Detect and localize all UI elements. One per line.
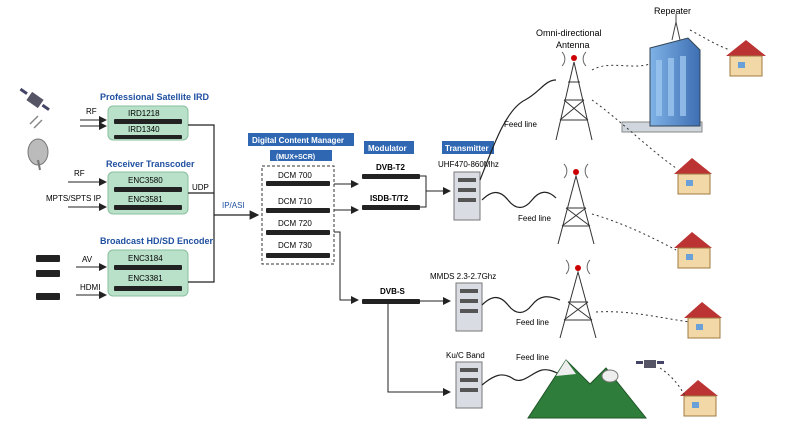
feed-line-label-4: Feed line: [516, 353, 549, 362]
dcm-unit-device: [266, 253, 330, 258]
mmds-band-label: MMDS 2.3-2.7Ghz: [430, 272, 496, 281]
house-icon: [674, 158, 712, 195]
modulator-title-box: [364, 141, 414, 154]
dvb-s-label: DVB-S: [380, 287, 406, 296]
antenna-tower-icon: [559, 259, 597, 339]
dcm-subtitle: (MUX+SCR): [276, 154, 315, 161]
av-label: AV: [82, 255, 93, 264]
ird-model-1: IRD1218: [128, 109, 160, 118]
mmds-transmitter-cabinet: [455, 282, 483, 332]
dcm-unit-device: [266, 181, 330, 186]
feed-line-label-1: Feed line: [504, 120, 537, 129]
transcoder-model-1: ENC3580: [128, 176, 163, 185]
signal-waves-icon: [29, 115, 43, 129]
antenna-label-line2: Antenna: [556, 40, 590, 50]
ird-model-2: IRD1340: [128, 125, 160, 134]
encoder-model-2: ENC3381: [128, 274, 163, 283]
house-icon: [680, 380, 718, 417]
house-icon: [674, 232, 712, 269]
ku-transmitter-cabinet: [455, 361, 483, 409]
transmitter-title-box: [442, 141, 494, 154]
uhf-transmitter-cabinet: [453, 171, 481, 221]
repeater-building-icon: [621, 14, 703, 133]
transmitter-title: Transmitter: [445, 144, 489, 153]
dcm-unit-label-2: DCM 710: [278, 197, 312, 206]
dvb-s-device: [362, 299, 420, 304]
dcm-unit-device: [266, 230, 330, 235]
udp-label: UDP: [192, 183, 209, 192]
av-source-device-icon: [36, 255, 60, 277]
encoder-model-1: ENC3184: [128, 254, 163, 263]
antenna-label-line1: Omni-directional: [536, 28, 602, 38]
satellite-icon: [19, 87, 50, 111]
broadcast-encoder-panel: [107, 249, 189, 297]
ku-band-label: Ku/C Band: [446, 351, 485, 360]
antenna-tower-icon: [555, 51, 593, 141]
dcm-subtitle-box: [270, 150, 332, 161]
repeater-label: Repeater: [654, 6, 691, 16]
isdb-label: ISDB-T/T2: [370, 194, 409, 203]
uhf-band-label: UHF470-860Mhz: [438, 160, 499, 169]
satellite-icon: [636, 360, 664, 368]
house-icon: [684, 302, 722, 339]
rf-label-1: RF: [86, 107, 97, 116]
satellite-ird-title: Professional Satellite IRD: [100, 92, 210, 102]
dish-icon: [27, 138, 49, 171]
rf-label-2: RF: [74, 169, 85, 178]
dcm-unit-label-1: DCM 700: [278, 171, 312, 180]
broadcast-link-lines: [591, 29, 731, 399]
broadcast-encoder-title: Broadcast HD/SD Encoder: [100, 236, 214, 246]
dcm-unit-label-3: DCM 720: [278, 219, 312, 228]
dcm-title: Digital Content Manager: [252, 136, 344, 145]
receiver-transcoder-title: Receiver Transcoder: [106, 159, 195, 169]
mountain-icon: [527, 359, 648, 419]
ground-dish-icon: [601, 369, 619, 383]
modulator-title: Modulator: [368, 144, 407, 153]
isdb-device: [362, 205, 420, 210]
transcoder-model-2: ENC3581: [128, 195, 163, 204]
dcm-rack-frame: [261, 165, 335, 265]
hdmi-source-device-icon: [36, 293, 60, 300]
ip-input-label: MPTS/SPTS IP: [46, 194, 101, 203]
feed-line-label-2: Feed line: [518, 214, 551, 223]
dcm-unit-label-4: DCM 730: [278, 241, 312, 250]
dcm-unit-device: [266, 208, 330, 213]
ip-asi-label: IP/ASI: [222, 201, 245, 210]
dvb-t2-label: DVB-T2: [376, 163, 405, 172]
feed-line-label-3: Feed line: [516, 318, 549, 327]
house-icon: [726, 40, 766, 77]
antenna-tower-icon: [557, 163, 595, 245]
dvb-t2-device: [362, 174, 420, 179]
dcm-title-box: [248, 133, 354, 146]
hdmi-label: HDMI: [80, 283, 100, 292]
